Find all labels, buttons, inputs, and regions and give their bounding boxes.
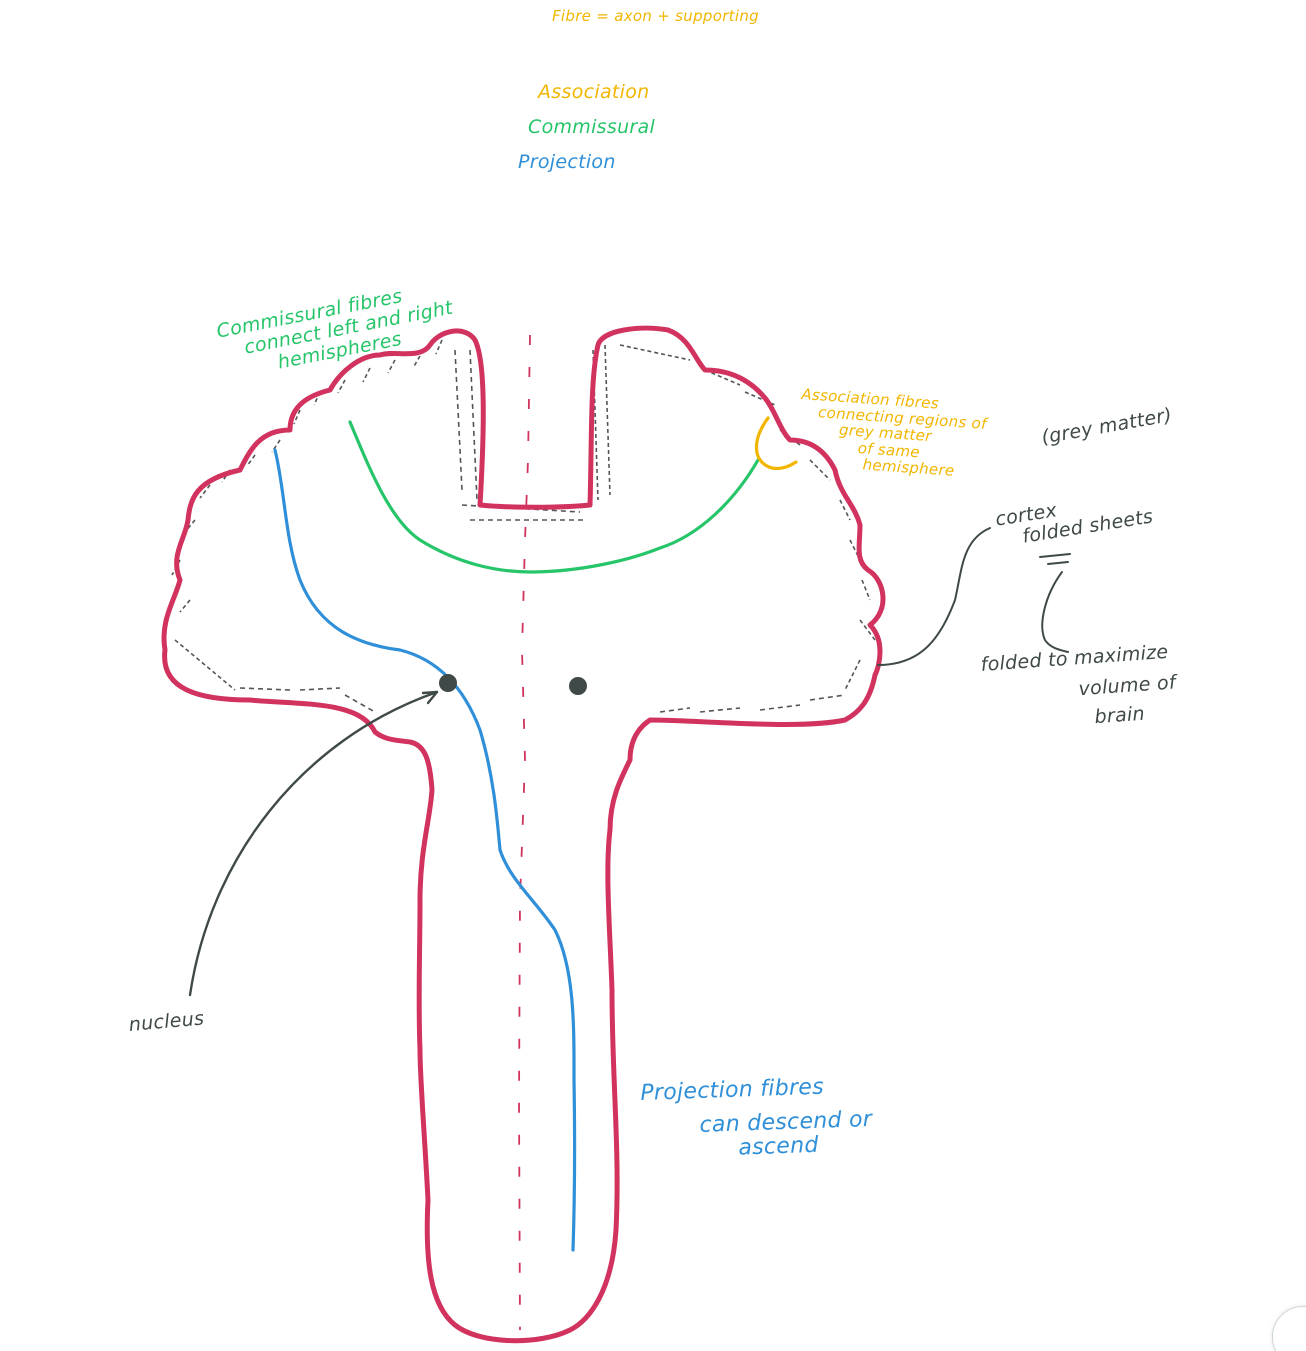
projection-line-1: Projection fibres xyxy=(639,1074,825,1106)
legend-commissural: Commissural xyxy=(528,116,656,138)
association-annotation: Association fibres connecting regions of… xyxy=(796,385,988,481)
legend-projection: Projection xyxy=(518,151,616,173)
association-fibre-path xyxy=(754,416,798,471)
cortex-leader-line xyxy=(877,527,991,666)
fibre-definition-text: Fibre = axon + supporting xyxy=(552,7,759,25)
commissural-fibre-path xyxy=(348,420,760,574)
folded-underline xyxy=(1039,553,1071,565)
folded-annotation: folded to maximize volume of brain xyxy=(980,641,1179,736)
nucleus-pointer-arrow xyxy=(188,690,439,997)
grey-matter-hatching xyxy=(171,339,876,713)
legend-association: Association xyxy=(538,81,650,103)
folded-line-2: volume of xyxy=(1077,671,1177,701)
nucleus-dot-right xyxy=(569,677,587,695)
folded-connector xyxy=(1041,571,1069,653)
midline xyxy=(518,334,531,1331)
projection-annotation: Projection fibres can descend or ascend xyxy=(640,1074,873,1165)
brain-outline xyxy=(161,325,886,1344)
nucleus-dot-left xyxy=(439,674,457,692)
projection-fibre-path xyxy=(273,448,577,1252)
